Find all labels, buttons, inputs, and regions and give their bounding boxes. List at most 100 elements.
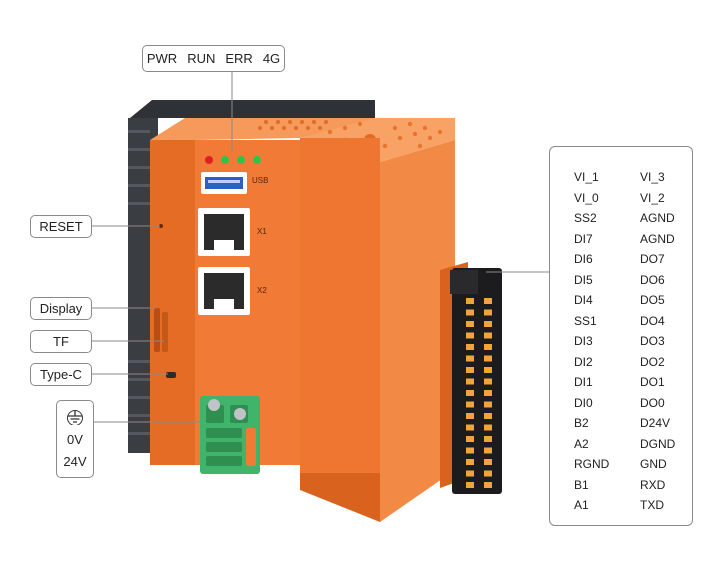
connector-pin-lever (484, 459, 492, 465)
io-terminal-connector (450, 268, 502, 494)
pin-left: DI3 (574, 334, 593, 349)
x1-label: X1 (257, 227, 267, 236)
connector-pin-lever (466, 470, 474, 477)
ground-icon (67, 409, 83, 425)
power-label-0v: 0V (67, 431, 83, 447)
pin-row: DI6 DO7 (550, 249, 692, 270)
usb-label: USB (252, 176, 269, 185)
connector-pin-lever (484, 332, 492, 339)
usb-port (201, 172, 247, 194)
connector-pin-lever (466, 355, 474, 362)
connector-pin-lever (466, 321, 474, 327)
typec-callout: Type-C (30, 363, 92, 386)
connector-pin-lever (484, 436, 492, 442)
connector-pin-lever (466, 459, 474, 465)
reset-callout: RESET (30, 215, 92, 238)
power-callout: 0V 24V (56, 400, 94, 478)
led-indicator-callout: PWR RUN ERR 4G (142, 45, 285, 72)
connector-pin-lever (484, 390, 492, 396)
connector-pin-lever (484, 378, 492, 385)
led-label-4g: 4G (262, 51, 281, 66)
pin-right: DO4 (640, 313, 665, 328)
pin-right: VI_3 (640, 170, 665, 185)
ethernet-port-x1 (198, 208, 250, 256)
connector-pin-lever (466, 482, 474, 488)
connector-pin-lever (466, 332, 474, 339)
pin-row: VI_1 VI_3 (550, 167, 692, 188)
connector-pin-lever (466, 378, 474, 385)
pin-left: DI4 (574, 293, 593, 308)
pin-left: RGND (574, 457, 610, 472)
power-label-24v: 24V (63, 454, 87, 470)
tf-label: TF (53, 334, 69, 349)
pin-left: A1 (574, 498, 589, 513)
pin-left: DI2 (574, 354, 593, 369)
led-label-err: ERR (225, 51, 253, 66)
pin-row: RGND GND (550, 454, 692, 475)
typec-label: Type-C (40, 367, 82, 382)
pin-left: DI1 (574, 375, 593, 390)
status-leds (205, 156, 261, 164)
pin-row: SS1 DO4 (550, 311, 692, 332)
pin-right: RXD (640, 477, 666, 492)
pin-right: DO2 (640, 354, 665, 369)
reset-label: RESET (39, 219, 83, 234)
tf-callout: TF (30, 330, 92, 353)
connector-pin-lever (484, 367, 492, 373)
pin-row: A2 DGND (550, 434, 692, 455)
connector-pin-lever (484, 470, 492, 477)
pin-left: B1 (574, 477, 589, 492)
connector-pin-lever (466, 390, 474, 396)
connector-pin-lever (466, 298, 474, 304)
pin-row: DI2 DO2 (550, 352, 692, 373)
connector-pin-lever (466, 413, 474, 419)
connector-pin-lever (466, 424, 474, 431)
pin-right: DO1 (640, 375, 665, 390)
connector-pin-lever (466, 344, 474, 350)
pin-left: DI0 (574, 395, 593, 410)
pin-right: AGND (640, 231, 675, 246)
connector-pin-lever (484, 447, 492, 454)
pin-row: DI5 DO6 (550, 270, 692, 291)
pin-right: TXD (640, 498, 664, 513)
pin-left: VI_0 (574, 190, 599, 205)
connector-pin-lever (484, 321, 492, 327)
pin-right: DGND (640, 436, 676, 451)
pin-right: DO0 (640, 395, 665, 410)
connector-pin-lever (484, 344, 492, 350)
pin-right: DO6 (640, 272, 665, 287)
pin-left: DI5 (574, 272, 593, 287)
connector-pin-lever (466, 367, 474, 373)
ethernet-port-x2 (198, 267, 250, 315)
pin-left: SS1 (574, 313, 597, 328)
power-terminal-block (200, 396, 260, 474)
pin-row: DI0 DO0 (550, 393, 692, 414)
pin-right: DO7 (640, 252, 665, 267)
led-label-run: RUN (187, 51, 216, 66)
pin-left: VI_1 (574, 170, 599, 185)
led-label-pwr: PWR (146, 51, 178, 66)
pin-left: A2 (574, 436, 589, 451)
connector-pin-lever (484, 298, 492, 304)
connector-pin-lever (484, 355, 492, 362)
connector-pin-lever (466, 401, 474, 408)
connector-pin-lever (484, 424, 492, 431)
connector-pin-lever (466, 436, 474, 442)
io-module (300, 118, 468, 522)
pin-right: VI_2 (640, 190, 665, 205)
connector-pin-lever (484, 309, 492, 316)
pin-row: B1 RXD (550, 475, 692, 496)
pin-left: DI6 (574, 252, 593, 267)
pin-row: VI_0 VI_2 (550, 188, 692, 209)
connector-pin-lever (484, 482, 492, 488)
pin-left: B2 (574, 416, 589, 431)
pin-right: GND (640, 457, 667, 472)
connector-pin-lever (466, 309, 474, 316)
